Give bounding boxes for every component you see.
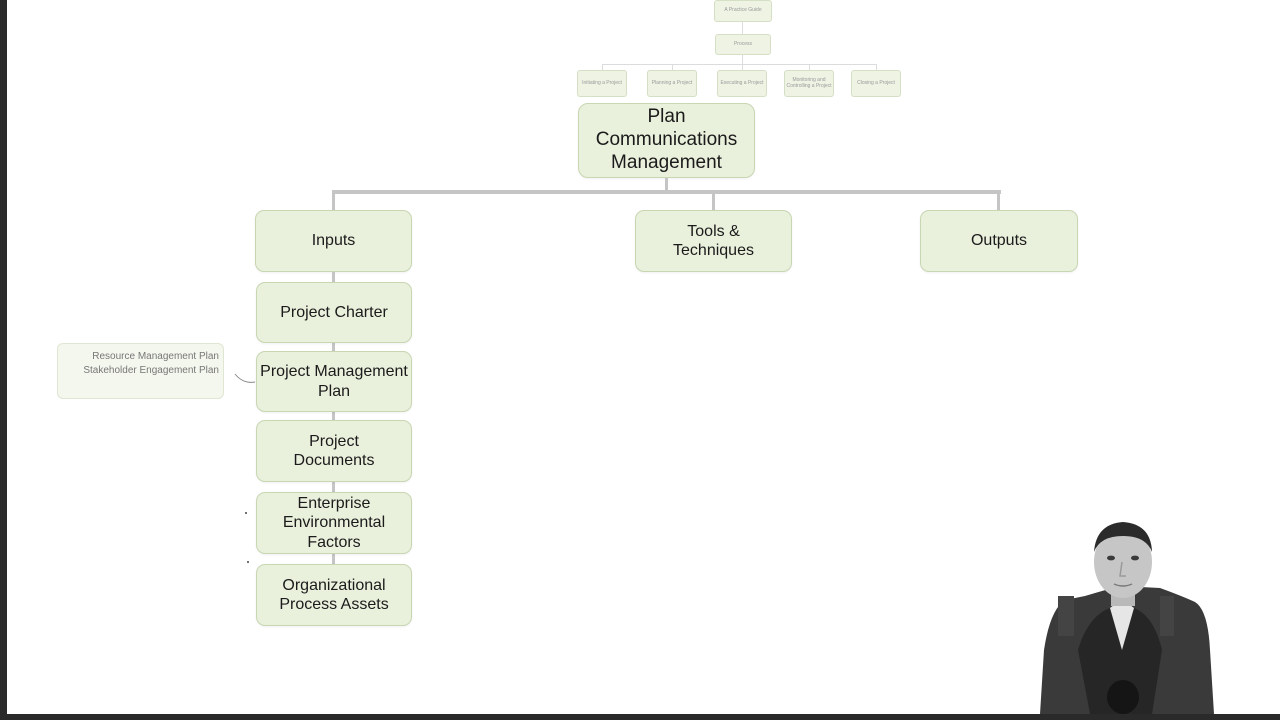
connector-outputs-drop	[997, 190, 1000, 210]
note-connector	[234, 373, 256, 383]
connector-horizontal	[332, 190, 1001, 194]
inputs-label: Inputs	[311, 232, 356, 250]
marker-dot	[247, 561, 249, 563]
marker-dot	[245, 512, 247, 514]
outputs-label: Outputs	[970, 232, 1028, 250]
presenter-video	[1040, 522, 1214, 714]
mini-map-group-initiating: Initiating a Project	[577, 70, 627, 97]
input-project-documents: Project Documents	[256, 420, 412, 482]
input-label: Enterprise Environmental Factors	[282, 495, 386, 551]
connector-inputs-drop	[332, 190, 335, 210]
input-label: Organizational Process Assets	[279, 576, 389, 613]
process-title: Plan Communications Management	[595, 106, 738, 173]
bottom-edge-bar	[0, 714, 1280, 720]
connector-tools-drop	[712, 190, 715, 210]
input-project-management-plan: Project Management Plan	[256, 351, 412, 412]
connector-title-down	[665, 178, 668, 192]
note-line: Resource Management Plan	[92, 351, 219, 362]
component-plans-note: Resource Management Plan Stakeholder Eng…	[57, 343, 224, 399]
mini-map-top-node: A Practice Guide	[714, 0, 772, 22]
inputs-box: Inputs	[255, 210, 412, 272]
mini-map-group-executing: Executing a Project	[717, 70, 767, 97]
tools-techniques-label: Tools & Techniques	[673, 222, 754, 259]
input-label: Project Management Plan	[260, 363, 408, 400]
input-label: Project Documents	[293, 432, 375, 469]
note-line: Stakeholder Engagement Plan	[83, 365, 219, 376]
mini-map-group-planning: Planning a Project	[647, 70, 697, 97]
input-organizational-process-assets: Organizational Process Assets	[256, 564, 412, 626]
input-enterprise-environmental-factors: Enterprise Environmental Factors	[256, 492, 412, 554]
tools-techniques-box: Tools & Techniques	[635, 210, 792, 272]
outputs-box: Outputs	[920, 210, 1078, 272]
left-edge-bar	[0, 0, 7, 720]
process-title-box: Plan Communications Management	[578, 103, 755, 178]
mini-map-group-closing: Closing a Project	[851, 70, 901, 97]
input-project-charter: Project Charter	[256, 282, 412, 343]
mini-map-process-node: Process	[715, 34, 771, 55]
mini-map-group-monitoring: Monitoring and Controlling a Project	[784, 70, 834, 97]
input-label: Project Charter	[280, 303, 388, 321]
